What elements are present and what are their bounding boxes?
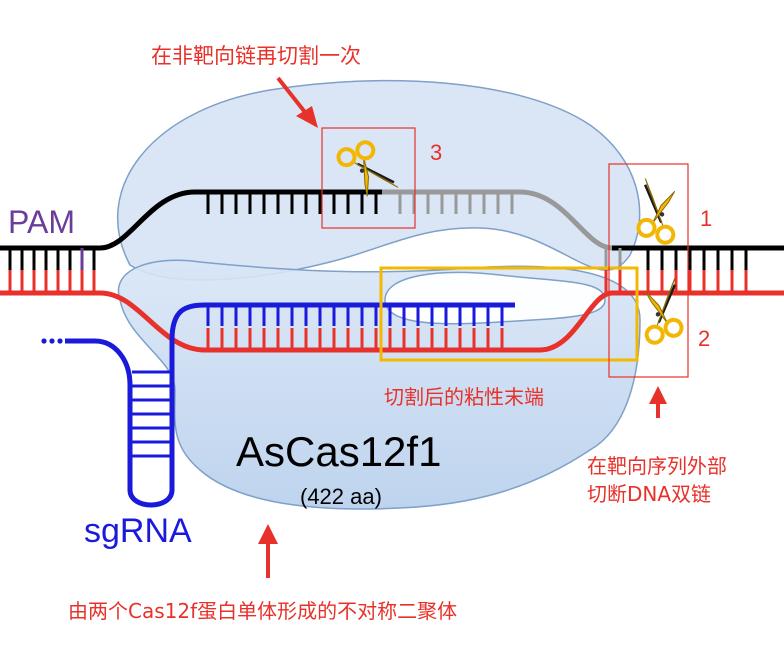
annotation-sticky-ends: 切割后的粘性末端 — [384, 385, 544, 409]
pam-label: PAM — [8, 204, 75, 240]
sticky-end-highlight-box — [379, 266, 639, 362]
arrow-icon — [649, 386, 667, 418]
target-base-ticks — [8, 270, 748, 350]
sgrna-label: sgRNA — [84, 512, 192, 550]
cut-site-3-label: 3 — [430, 140, 443, 165]
target-strand — [0, 290, 784, 353]
protein-upper-lobe — [116, 79, 641, 281]
annotation-cut-outside-line1: 在靶向序列外部 — [587, 454, 727, 478]
annotation-dimer-note: 由两个Cas12f蛋白单体形成的不对称二聚体 — [68, 599, 458, 623]
non-target-strand — [0, 189, 784, 251]
protein-name-label: AsCas12f1 — [236, 428, 442, 475]
cut-site-3-box — [321, 127, 416, 229]
annotation-cut-outside-line2: 切断DNA双链 — [587, 482, 712, 506]
annotation-cut-nontarget-again: 在非靶向链再切割一次 — [151, 44, 361, 68]
cut-site-1-label: 1 — [700, 206, 713, 231]
sgrna-strand — [41, 302, 515, 508]
arrow-icon — [258, 524, 278, 578]
non-target-base-ticks — [8, 192, 748, 270]
protein-channel — [384, 271, 606, 325]
protein-size-label: (422 aa) — [300, 484, 382, 509]
cut-site-2-label: 2 — [698, 326, 711, 351]
annotation-arrows — [258, 76, 667, 578]
sgrna-base-ticks — [132, 305, 504, 458]
arrow-icon — [276, 76, 318, 128]
cleaved-base-ticks — [398, 192, 622, 270]
cut-site-1-2-box — [608, 163, 689, 378]
